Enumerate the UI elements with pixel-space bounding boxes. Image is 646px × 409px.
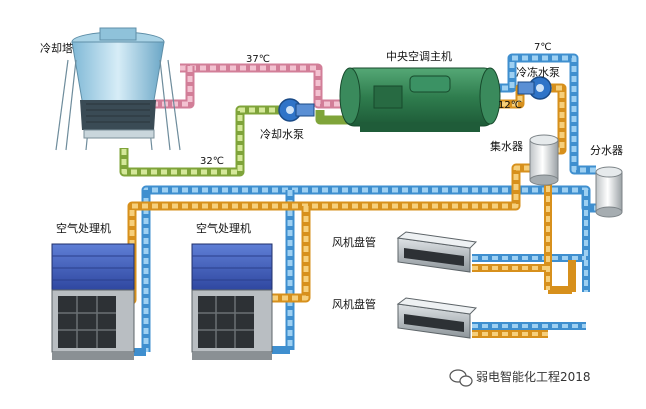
chiller-unit	[339, 67, 501, 132]
ahu-1-label: 空气处理机	[56, 222, 111, 235]
air-handling-unit-1	[51, 243, 135, 360]
wechat-logo-icon	[449, 369, 473, 387]
air-handling-unit-2	[191, 243, 273, 360]
collector-label: 集水器	[490, 140, 523, 153]
cooling-supply-temp: 37℃	[246, 54, 270, 65]
cooling-pump-label: 冷却水泵	[260, 128, 304, 141]
cooling-water-return-pipe	[119, 105, 350, 177]
chilled-supply-temp: 7℃	[534, 42, 552, 53]
chilled-pump-label: 冷冻水泵	[516, 66, 560, 79]
chilled-return-temp: 12℃	[498, 100, 522, 111]
distributor-label: 分水器	[590, 144, 623, 157]
ahu-2-label: 空气处理机	[196, 222, 251, 235]
cooling-tower	[55, 27, 181, 151]
water-distributor-tank	[595, 166, 623, 218]
watermark-text: 弱电智能化工程2018	[476, 370, 591, 384]
cooling-pump-icon	[278, 98, 315, 122]
fcu-1-label: 风机盘管	[332, 236, 376, 249]
cooling-tower-label: 冷却塔	[40, 42, 73, 55]
cooling-water-supply-pipe	[150, 63, 350, 109]
water-collector-tank	[529, 134, 559, 186]
fcu-2-label: 风机盘管	[332, 298, 376, 311]
fan-coil-unit-2	[396, 297, 478, 339]
cooling-return-temp: 32℃	[200, 156, 224, 167]
chilled-pump-icon	[517, 76, 552, 100]
chiller-label: 中央空调主机	[386, 50, 452, 63]
fan-coil-unit-1	[396, 231, 478, 273]
